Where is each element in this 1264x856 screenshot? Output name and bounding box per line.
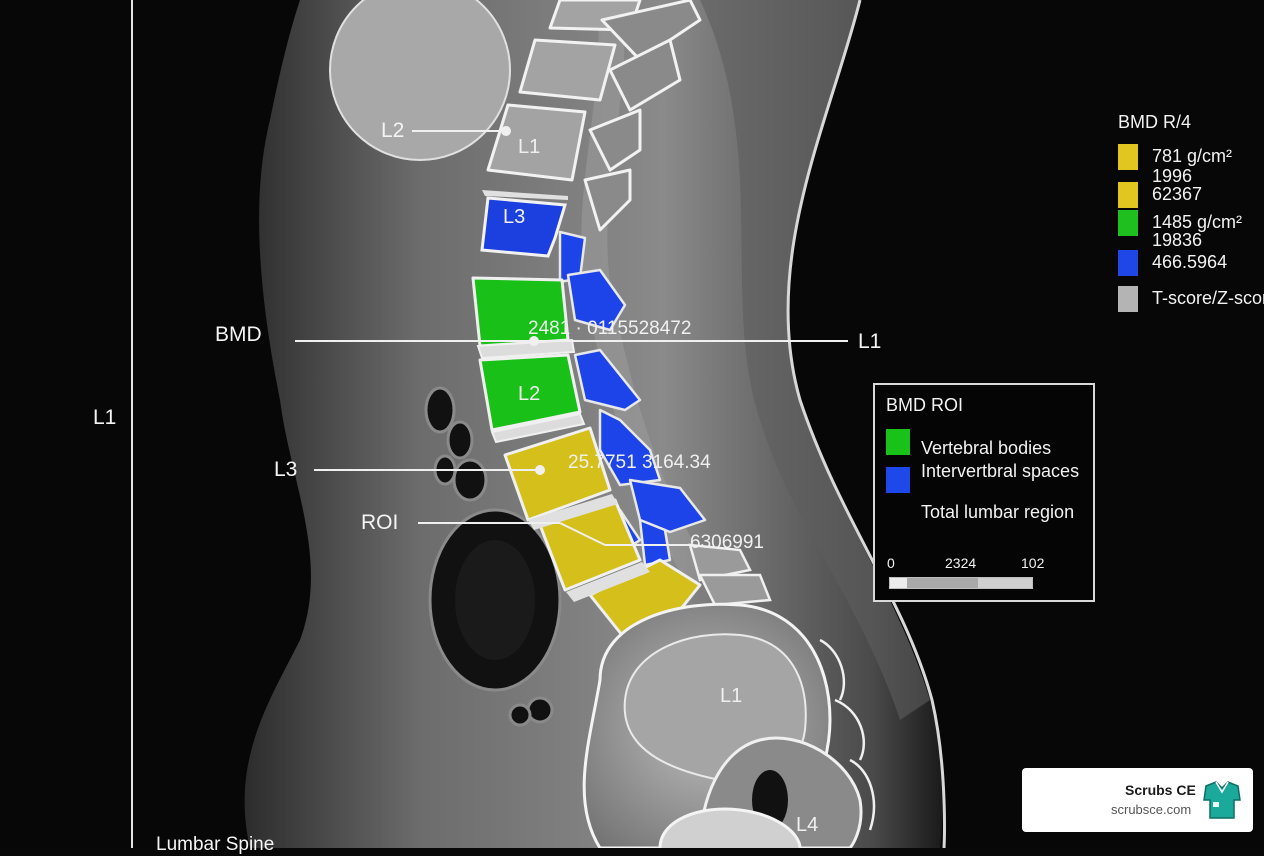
legend-value: 1996: [1152, 166, 1193, 186]
vertebra-label-pelvis-lower: L4: [796, 814, 819, 836]
l3-pointer-label: L3: [274, 458, 298, 481]
measurement-2: 25.7751 3164.34: [568, 452, 711, 473]
vertebra-label-blue: L3: [503, 206, 526, 228]
roi-legend-title: BMD ROI: [886, 395, 964, 415]
bmd-legend: BMD R/4 781 g/cm² 1996 62367 1485 g/cm² …: [1118, 110, 1264, 320]
scrubs-shirt-icon: [1203, 781, 1241, 819]
l2-pointer-label: L2: [381, 119, 405, 142]
bottom-caption: Lumbar Spine: [156, 834, 275, 855]
blue-vertebral-body: [480, 196, 567, 258]
measurement-3: 6306991: [690, 532, 764, 553]
yellow-lumbar-region: [503, 426, 702, 637]
brand-name: Scrubs CE: [1125, 782, 1196, 798]
roi-swatch-blue: [886, 467, 910, 493]
scale-mid: 2324: [945, 555, 977, 571]
roi-item-total-lumbar: Total lumbar region: [921, 502, 1075, 522]
legend-swatch-green: [1118, 210, 1138, 236]
roi-legend-box: BMD ROI Vertebral bodies Intervertbral s…: [873, 383, 1095, 602]
roi-item-intervertebral: Intervertbral spaces: [921, 461, 1080, 481]
vertebra-label-green: L2: [518, 383, 541, 405]
legend-swatch-blue: [1118, 250, 1138, 276]
legend-value: 781 g/cm²: [1152, 146, 1233, 166]
vertebra-label-upper: L1: [518, 136, 541, 158]
l1-right-label: L1: [858, 330, 882, 353]
legend-swatch-yellow: [1118, 144, 1138, 170]
vertebra-label-pelvis-upper: L1: [720, 685, 743, 707]
legend-swatch-grey: [1118, 286, 1138, 312]
roi-swatch-green: [886, 429, 910, 455]
brand-url: scrubsce.com: [1111, 802, 1192, 817]
bmd-legend-title: BMD R/4: [1118, 112, 1192, 132]
legend-swatch-yellow: [1118, 182, 1138, 208]
organ-blob: [330, 0, 510, 160]
legend-value: 19836: [1152, 230, 1203, 250]
upper-vertebrae: [486, 0, 702, 232]
green-vertebral-bodies: [471, 276, 582, 432]
legend-value: 62367: [1152, 184, 1203, 204]
roi-item-vertebral-bodies: Vertebral bodies: [921, 438, 1052, 458]
legend-value: 1485 g/cm²: [1152, 212, 1243, 232]
scale-bar: [889, 577, 1033, 589]
left-margin-label: L1: [93, 406, 117, 429]
brand-watermark: Scrubs CE scrubsce.com: [1022, 768, 1253, 832]
scale-max: 102: [1021, 555, 1045, 571]
scale-min: 0: [887, 555, 895, 571]
measurement-1: 2481 · 0115528472: [528, 318, 692, 339]
bmd-pointer-label: BMD: [215, 323, 262, 346]
roi-pointer-label: ROI: [361, 511, 399, 534]
legend-value: 466.5964: [1152, 252, 1228, 272]
legend-value: T-score/Z-scor: [1152, 288, 1264, 308]
intervertebral-blue: [558, 230, 707, 567]
